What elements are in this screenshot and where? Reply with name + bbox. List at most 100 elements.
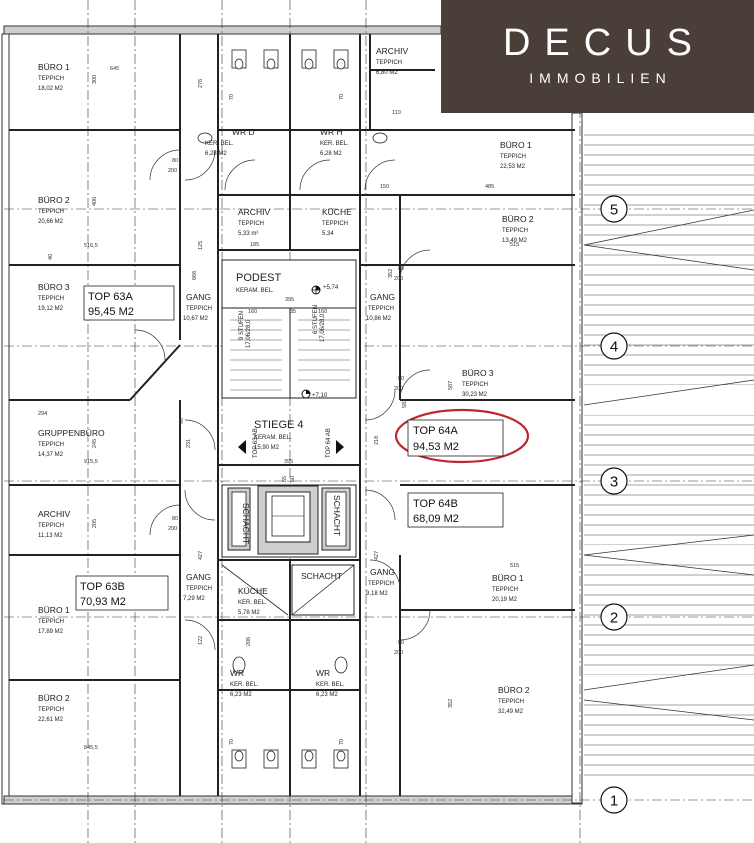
terrace-hatching xyxy=(583,130,754,780)
room-name: WR H xyxy=(320,127,343,137)
room-area: 10,67 M2 xyxy=(183,316,209,322)
room-name: WR xyxy=(230,668,244,678)
room-floor: TEPPICH xyxy=(38,442,64,448)
room-floor: TEPPICH xyxy=(38,523,64,529)
room-name: BÜRO 1 xyxy=(38,62,70,72)
room-name: BÜRO 2 xyxy=(498,685,530,695)
dim: 70 xyxy=(339,739,345,745)
stair-core xyxy=(221,259,357,616)
axis-marker-2 xyxy=(600,603,628,631)
room-area: 6,80 M2 xyxy=(376,70,398,76)
room-floor: TEPPICH xyxy=(376,60,402,66)
logo-name: DECUS xyxy=(502,22,707,64)
room-name: GANG xyxy=(370,292,395,302)
dim: 40 xyxy=(48,254,54,260)
room-floor: KER. BEL. xyxy=(320,141,349,147)
dim: 395 xyxy=(285,297,294,303)
room-floor: TEPPICH xyxy=(368,581,394,587)
walls xyxy=(9,34,575,796)
shaft-label-east: SCHACHT xyxy=(332,495,342,536)
dim: 70 xyxy=(339,94,345,100)
room-floor: TEPPICH xyxy=(238,221,264,227)
company-logo: DECUS IMMOBILIEN xyxy=(441,0,754,113)
dim: 90 xyxy=(179,418,185,424)
dim: 35 xyxy=(290,309,296,315)
dim: 582 xyxy=(402,399,408,408)
room-area: 30,23 M2 xyxy=(462,392,488,398)
axis-label-4: 4 xyxy=(610,339,618,356)
level-top: +5,74 xyxy=(323,285,339,291)
dim: 80 xyxy=(398,266,404,272)
room-name: BÜRO 1 xyxy=(500,140,532,150)
unit-area-top63a: 95,45 M2 xyxy=(88,306,134,318)
room-area: 7,29 M2 xyxy=(183,596,205,602)
dim: 666 xyxy=(192,271,198,280)
axis-lines xyxy=(4,0,754,843)
room-name: ARCHIV xyxy=(376,46,408,56)
room-area: 6,28 M2 xyxy=(320,151,342,157)
room-floor: TEPPICH xyxy=(186,586,212,592)
dimensions: 645 300 400 516,5 294 915,5 205 845,5 80… xyxy=(38,66,519,751)
room-area: 5,34 xyxy=(322,231,334,237)
room-floor: KER. BEL. xyxy=(230,682,259,688)
axis-label-2: 2 xyxy=(610,610,618,627)
axis-marker-3 xyxy=(600,467,628,495)
dim: 515 xyxy=(510,563,519,569)
room-area: 5,33 m² xyxy=(238,231,258,237)
room-name: GANG xyxy=(186,572,211,582)
room-name: BÜRO 3 xyxy=(462,368,494,378)
room-area: 13,49 M2 xyxy=(502,238,528,244)
unit-name-top63a: TOP 63A xyxy=(88,291,134,303)
room-area: 18,02 M2 xyxy=(38,86,64,92)
dim: 276 xyxy=(198,79,204,88)
room-floor: KER. BEL. xyxy=(316,682,345,688)
dim: 516,5 xyxy=(84,243,98,249)
room-floor: KERAM. BEL. xyxy=(254,435,292,441)
door-swings xyxy=(134,149,431,651)
axis-marker-5 xyxy=(600,195,628,223)
room-floor: TEPPICH xyxy=(502,228,528,234)
unit-area-top63b: 70,93 M2 xyxy=(80,596,126,608)
room-floor: TEPPICH xyxy=(38,296,64,302)
unit-area-top64b: 68,09 M2 xyxy=(413,513,459,525)
room-floor: TEPPICH xyxy=(462,382,488,388)
room-floor: TEPPICH xyxy=(38,76,64,82)
room-floor: TEPPICH xyxy=(38,707,64,713)
axis-label-3: 3 xyxy=(610,474,618,491)
dim: 231 xyxy=(186,439,192,448)
highlight-ellipse-top64a xyxy=(394,408,530,464)
room-area: 20,66 M2 xyxy=(38,219,64,225)
unit-name-top64a: TOP 64A xyxy=(413,425,459,437)
axis-markers: 5 4 3 2 1 xyxy=(600,195,628,814)
dim: 218 xyxy=(374,436,380,445)
dim: 845,5 xyxy=(84,745,98,751)
room-floor: TEPPICH xyxy=(186,306,212,312)
room-floor: TEPPICH xyxy=(498,699,524,705)
dim: 515 xyxy=(510,242,519,248)
room-name: STIEGE 4 xyxy=(254,419,304,431)
room-name: BÜRO 2 xyxy=(38,693,70,703)
room-name: KÜCHE xyxy=(322,207,352,217)
dim: 400 xyxy=(92,197,98,206)
dim: 80 xyxy=(172,158,178,164)
dim: 395 xyxy=(284,459,293,465)
axis-marker-4 xyxy=(600,332,628,360)
wc-fixtures xyxy=(197,49,388,769)
dim: 645 xyxy=(110,66,119,72)
dim: 60 xyxy=(290,476,296,482)
dim: 245 xyxy=(92,439,98,448)
stairs-right-label: 6 STUFEN xyxy=(313,305,319,334)
dim: 80 xyxy=(172,516,178,522)
dim: 160 xyxy=(318,309,327,315)
vertical-labels: SCHACHT SCHACHT SCHACHT 9 STUFEN 17,06/2… xyxy=(239,285,342,581)
dim: 200 xyxy=(394,650,403,656)
dim: 352 xyxy=(448,699,454,708)
room-area: 15,90 M2 xyxy=(254,445,280,451)
dim: 185 xyxy=(250,242,259,248)
room-floor: TEPPICH xyxy=(492,587,518,593)
room-name: WR D xyxy=(232,127,255,137)
room-area: 6,23 M2 xyxy=(316,692,338,698)
room-area: 22,61 M2 xyxy=(38,717,64,723)
room-name: BÜRO 2 xyxy=(38,195,70,205)
dim: 80 xyxy=(398,640,404,646)
